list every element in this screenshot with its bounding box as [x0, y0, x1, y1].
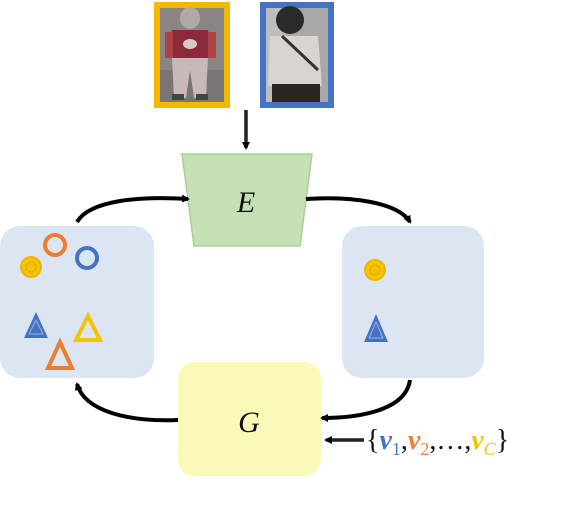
separator-1: , — [401, 425, 408, 456]
blue-circle-marker — [75, 246, 99, 270]
generator-label: G — [238, 406, 260, 439]
orange-circle-marker — [43, 233, 67, 257]
encoder-label: E — [236, 186, 255, 219]
arrow-left-panel-to-encoder — [75, 194, 190, 224]
person-image-blue — [260, 2, 334, 108]
blue-prototype-triangle-marker — [364, 314, 388, 342]
vector-v2: v — [408, 425, 421, 456]
generator-block: G — [178, 362, 321, 476]
subscript-2: 2 — [420, 439, 429, 459]
subscript-c: C — [484, 439, 497, 459]
blue-filled-triangle-marker — [24, 312, 48, 338]
arrow-right-panel-to-generator — [320, 379, 412, 422]
orange-triangle-marker — [44, 337, 76, 370]
person-image-yellow — [154, 2, 230, 108]
encoder-block: E — [181, 153, 313, 247]
feature-space-panel-right — [342, 226, 484, 378]
yellow-prototype-circle-marker — [364, 259, 386, 281]
separator-3: , — [464, 425, 471, 456]
set-open-brace: { — [366, 425, 379, 456]
set-close-brace: } — [496, 425, 509, 456]
yellow-filled-circle-marker — [20, 256, 42, 278]
vector-vc: v — [471, 425, 484, 456]
separator-2: , — [429, 425, 436, 456]
prototype-set-label: {v1,v2,…,vC} — [366, 425, 509, 459]
ellipsis: … — [436, 425, 464, 456]
arrow-encoder-to-right-panel — [305, 196, 412, 224]
feature-space-panel-left — [0, 226, 154, 378]
arrow-generator-to-left-panel — [74, 382, 179, 423]
vector-v1: v — [379, 425, 392, 456]
yellow-triangle-marker — [72, 311, 104, 342]
subscript-1: 1 — [392, 439, 401, 459]
